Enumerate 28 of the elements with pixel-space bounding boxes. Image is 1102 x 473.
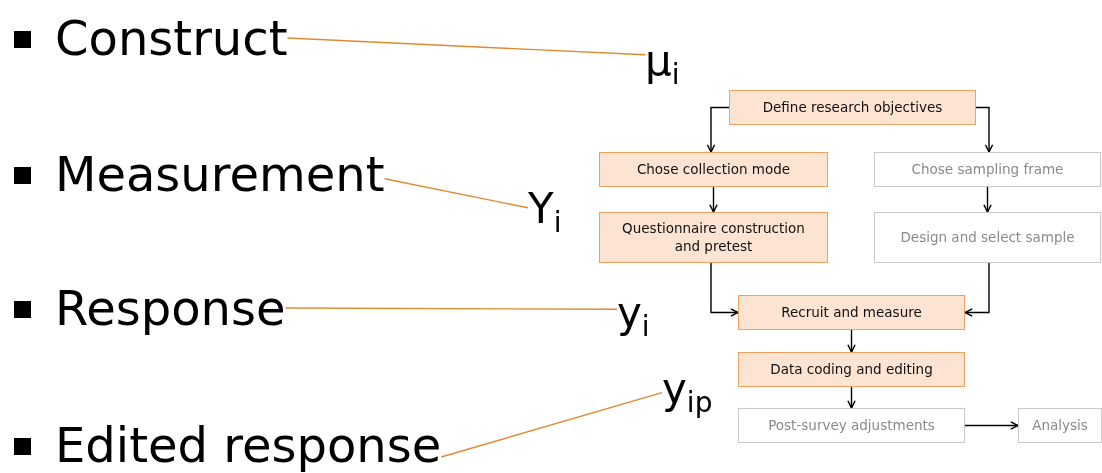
arrow (710, 262, 739, 317)
symbol-label: Y$_{i}$ (528, 188, 562, 238)
connector-line (383, 178, 529, 209)
process-box: Chose sampling frame (874, 152, 1101, 187)
process-box: Questionnaire construction and pretest (599, 212, 828, 263)
process-box: Design and select sample (874, 212, 1101, 263)
term-label: Construct (55, 14, 288, 62)
process-box: Recruit and measure (738, 295, 965, 330)
arrow (709, 186, 718, 213)
process-box: Post-survey adjustments (738, 408, 965, 443)
arrow (847, 386, 856, 409)
symbol-label: y$_{ip}$ (662, 368, 713, 418)
connector-line (284, 307, 618, 310)
term-label: Measurement (55, 150, 385, 198)
arrow (983, 186, 992, 213)
process-box: Define research objectives (729, 90, 976, 125)
arrow (847, 329, 856, 353)
process-box: Chose collection mode (599, 152, 828, 187)
connector-line (440, 392, 663, 458)
arrow (964, 262, 990, 317)
process-box: Data coding and editing (738, 352, 965, 387)
symbol-label: μ$_{i}$ (645, 40, 680, 90)
symbol-label: y$_{i}$ (617, 292, 650, 342)
arrow (706, 106, 730, 153)
process-box: Analysis (1018, 408, 1102, 443)
arrow (964, 421, 1019, 430)
connector-line (286, 37, 646, 56)
arrow (975, 106, 994, 153)
